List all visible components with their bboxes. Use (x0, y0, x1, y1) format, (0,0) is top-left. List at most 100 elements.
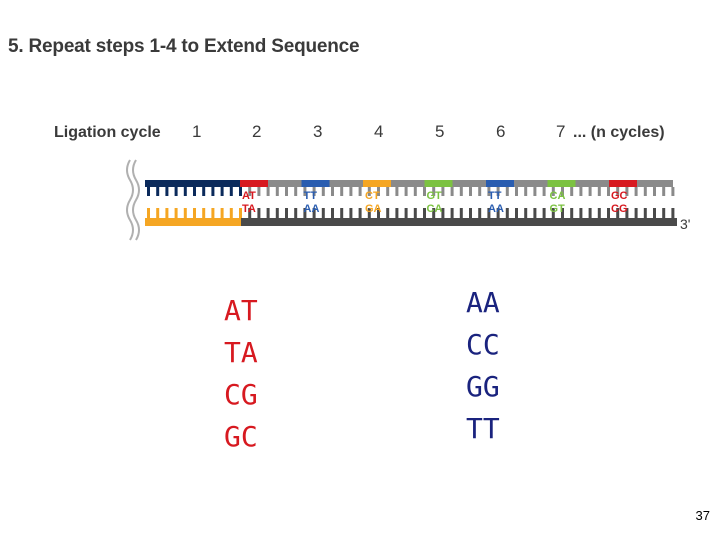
top-strand-navy (145, 180, 241, 187)
strand-tick (432, 187, 436, 196)
strand-tick (616, 208, 620, 218)
strand-tick (533, 208, 537, 218)
strand-tick (625, 208, 629, 218)
cycle-number: 7 (556, 122, 565, 141)
strand-tick (193, 187, 196, 196)
strand-tick (275, 208, 279, 218)
probe-bottom-bases: AA (488, 203, 504, 215)
strand-tick (248, 208, 252, 218)
probe-top-bases: CT (365, 190, 380, 202)
base-pair: GG (466, 370, 500, 403)
strand-tick (331, 187, 334, 196)
strand-tick (386, 208, 390, 218)
base-pair: AT (224, 294, 258, 327)
strand-tick (579, 187, 583, 196)
strand-tick (524, 187, 528, 196)
strand-tick (257, 208, 261, 218)
strand-tick (303, 208, 307, 218)
probe-top-bases: TT (488, 190, 502, 202)
strand-tick (413, 187, 417, 196)
strand-tick (312, 208, 316, 218)
base-pair: CG (224, 378, 258, 411)
strand-tick (524, 208, 528, 218)
strand-tick (671, 187, 675, 196)
strand-tick (239, 208, 242, 218)
page-number: 37 (695, 508, 710, 523)
strand-tick (653, 187, 656, 196)
cycle-numbers: 1 2 3 4 5 6 7 ... (n cycles) (192, 122, 665, 141)
strand-tick (561, 187, 564, 196)
strand-tick (441, 208, 445, 218)
strand-tick (404, 208, 408, 218)
cycles-suffix: ... (n cycles) (573, 124, 665, 141)
strand-tick (174, 208, 178, 218)
strand-tick (239, 187, 242, 196)
strand-tick (367, 208, 371, 218)
strand-tick (551, 208, 555, 218)
strand-tick (202, 208, 206, 218)
strand-tick (156, 187, 160, 196)
strand-tick (312, 187, 316, 196)
strand-tick (358, 208, 362, 218)
strand-tick (533, 187, 537, 196)
strand-tick (183, 187, 187, 196)
top-strand-ticks (147, 187, 675, 196)
cycle-number: 4 (374, 122, 383, 141)
strand-tick (662, 187, 666, 196)
strand-tick (653, 208, 656, 218)
strand-tick (469, 208, 472, 218)
strand-tick (349, 208, 353, 218)
strand-tick (147, 187, 150, 196)
probe-bar (424, 180, 453, 187)
slide-title: 5. Repeat steps 1-4 to Extend Sequence (8, 36, 360, 57)
strand-tick (248, 187, 252, 196)
three-prime-label: 3' (680, 216, 690, 232)
probe-bar (240, 180, 268, 187)
wavy-break-icon (132, 159, 140, 241)
strand-tick (174, 187, 178, 196)
strand-tick (404, 187, 408, 196)
base-pair: AA (466, 286, 500, 319)
strand-tick (377, 187, 380, 196)
strand-tick (478, 208, 482, 218)
strand-tick (671, 208, 675, 218)
strand-tick (395, 208, 399, 218)
ligation-cycle-label: Ligation cycle (54, 124, 161, 141)
strand-tick (266, 187, 270, 196)
cycle-number: 2 (252, 122, 261, 141)
strand-tick (542, 208, 546, 218)
base-pair: CC (466, 328, 500, 361)
strand-tick (588, 208, 592, 218)
strand-tick (478, 187, 482, 196)
strand-tick (358, 187, 362, 196)
strand-tick (331, 208, 334, 218)
strand-tick (625, 187, 629, 196)
strand-tick (294, 208, 298, 218)
wavy-break-icon (126, 159, 134, 241)
strand-tick (597, 208, 601, 218)
strand-tick (616, 187, 620, 196)
strand-tick (193, 208, 196, 218)
strand-tick (496, 208, 500, 218)
strand-tick (450, 208, 454, 218)
strand-tick (515, 187, 518, 196)
strand-tick (183, 208, 187, 218)
strand-tick (441, 187, 445, 196)
strand-tick (450, 187, 454, 196)
strand-tick (505, 187, 509, 196)
strand-tick (423, 208, 426, 218)
right-pair-list: AA CC GG TT (466, 282, 546, 450)
strand-tick (413, 208, 417, 218)
probe-bottom-bases: GA (365, 203, 382, 215)
probe-top-bases: CA (550, 190, 566, 202)
strand-tick (220, 187, 224, 196)
strand-tick (634, 208, 638, 218)
probe-bottom-bases: CG (611, 203, 628, 215)
strand-tick (551, 187, 555, 196)
